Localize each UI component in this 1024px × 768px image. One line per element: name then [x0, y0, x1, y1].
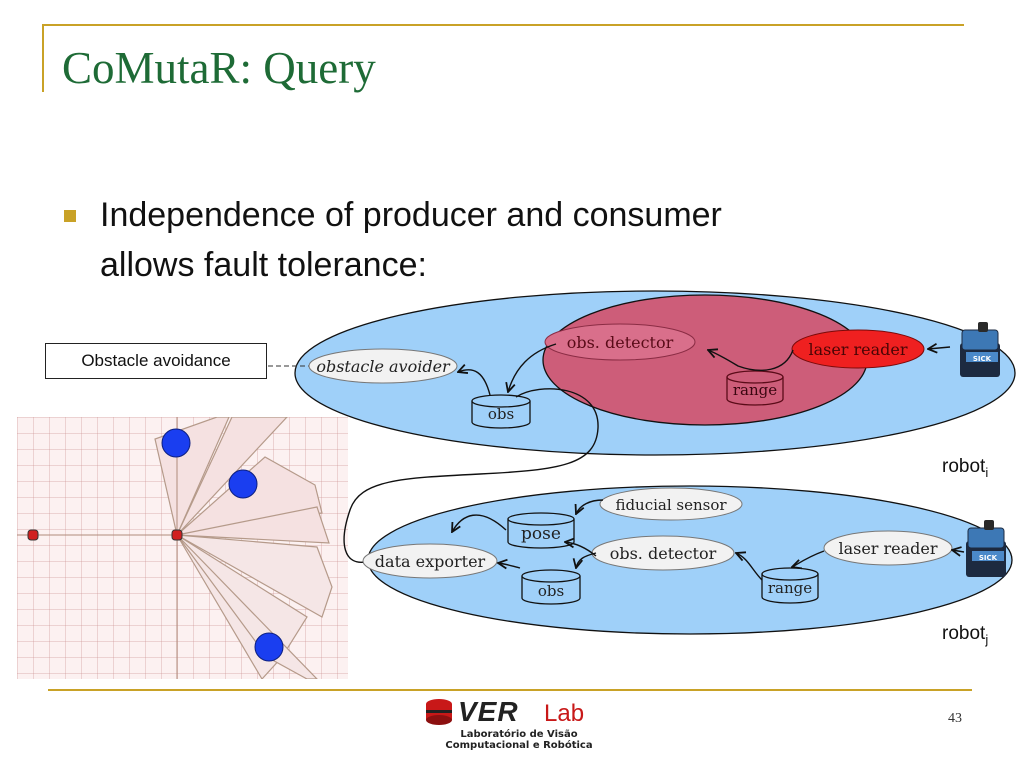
- robot-j-text: robot: [942, 623, 986, 644]
- logo-ver: VER: [458, 696, 519, 727]
- node-obs-detector-i: obs. detector: [544, 323, 696, 361]
- title-frame-top: [42, 24, 964, 26]
- label-laser-reader-i: laser reader: [808, 340, 907, 359]
- bullet-marker: [64, 210, 76, 222]
- label-obs-detector-i: obs. detector: [567, 333, 674, 352]
- verlab-logo: VER Lab Laboratório de Visão Computacion…: [424, 696, 614, 754]
- title-frame-left: [42, 24, 44, 92]
- sick-logo-i: SICK: [973, 355, 992, 363]
- robot-i-label: roboti: [942, 456, 988, 480]
- robot-marker-left: [27, 529, 39, 541]
- node-obs-detector-j: obs. detector: [591, 535, 735, 571]
- store-obs-i: obs: [471, 394, 531, 429]
- sick-scanner-i: SICK: [960, 322, 1000, 377]
- robot-j-arrows: [452, 499, 965, 581]
- robot-j-label: robotj: [942, 623, 988, 647]
- robot-i-subscript: i: [985, 464, 989, 480]
- robot-circle-1: [161, 428, 191, 458]
- robot-i-text: robot: [942, 456, 986, 477]
- cross-robot-link: [343, 388, 599, 563]
- sick-logo-j: SICK: [979, 554, 998, 562]
- node-laser-reader-j: laser reader: [823, 530, 953, 566]
- store-range-j: range: [761, 567, 819, 604]
- store-range-i: range: [726, 370, 784, 406]
- bullet-line-2: allows fault tolerance:: [100, 246, 427, 284]
- footer-divider: [48, 689, 972, 691]
- logo-subtitle-line1: Laboratório de Visão: [460, 729, 578, 740]
- logo-subtitle: Laboratório de Visão Computacional e Rob…: [424, 729, 614, 751]
- label-obstacle-avoider: obstacle avoider: [316, 357, 451, 376]
- obstacle-avoidance-callout: Obstacle avoidance: [45, 343, 267, 379]
- sick-scanner-j: SICK: [966, 520, 1006, 577]
- robot-circle-2: [228, 469, 258, 499]
- label-range-i: range: [733, 381, 777, 399]
- logo-lab: Lab: [544, 700, 585, 727]
- store-pose: pose: [507, 512, 575, 549]
- verlab-logo-icon: [426, 699, 452, 725]
- label-range-j: range: [768, 579, 812, 597]
- label-obs-j: obs: [538, 582, 564, 600]
- robot-i-arrows: [458, 344, 951, 396]
- node-obstacle-avoider: obstacle avoider: [308, 348, 458, 384]
- node-data-exporter: data exporter: [362, 543, 498, 579]
- label-pose: pose: [521, 524, 561, 544]
- robot-marker-center: [171, 529, 183, 541]
- node-laser-reader-i: laser reader: [791, 329, 925, 369]
- store-obs-j: obs: [521, 569, 581, 605]
- label-fiducial-sensor: fiducial sensor: [615, 496, 727, 514]
- robot-circle-3: [254, 632, 284, 662]
- slide-title: CoMutaR: Query: [62, 43, 376, 93]
- simulation-view: [17, 416, 348, 681]
- label-obs-detector-j: obs. detector: [610, 544, 717, 563]
- node-fiducial-sensor: fiducial sensor: [599, 487, 743, 521]
- robot-j-subscript: j: [985, 631, 989, 647]
- label-data-exporter: data exporter: [375, 552, 486, 571]
- simulation-drawing: [17, 416, 333, 681]
- bullet-line-1: Independence of producer and consumer: [100, 196, 722, 234]
- label-obs-i: obs: [488, 405, 514, 423]
- page-number: 43: [948, 711, 962, 726]
- logo-subtitle-line2: Computacional e Robótica: [445, 740, 593, 751]
- bullet-text: Independence of producer and consumer al…: [100, 190, 920, 290]
- label-laser-reader-j: laser reader: [838, 539, 937, 558]
